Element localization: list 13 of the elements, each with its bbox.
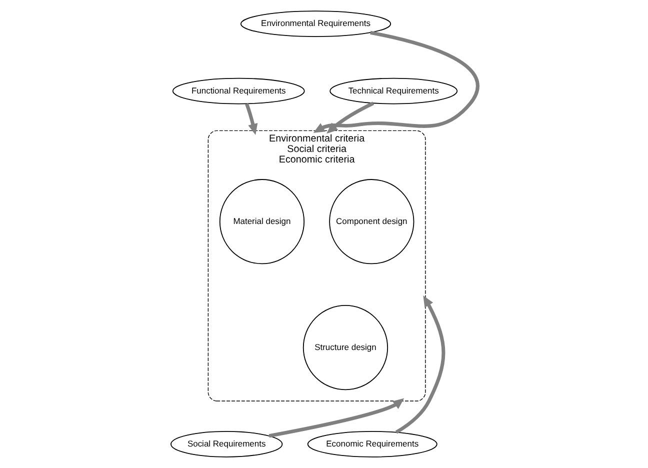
arrow (312, 30, 479, 133)
node-circle: Structure design (302, 305, 388, 390)
arrow (268, 398, 404, 438)
node-ellipse: Functional Requirements (172, 78, 304, 104)
arrow (326, 102, 374, 134)
node-ellipse: Environmental Requirements (240, 10, 391, 38)
node-ellipse: Economic Requirements (306, 430, 437, 458)
node-ellipse: Social Requirements (170, 430, 282, 458)
arrow (394, 296, 445, 434)
node-circle: Material design (218, 179, 304, 264)
node-circle: Component design (328, 179, 414, 264)
arrow (244, 103, 258, 135)
node-ellipse: Technical Requirements (329, 78, 458, 104)
